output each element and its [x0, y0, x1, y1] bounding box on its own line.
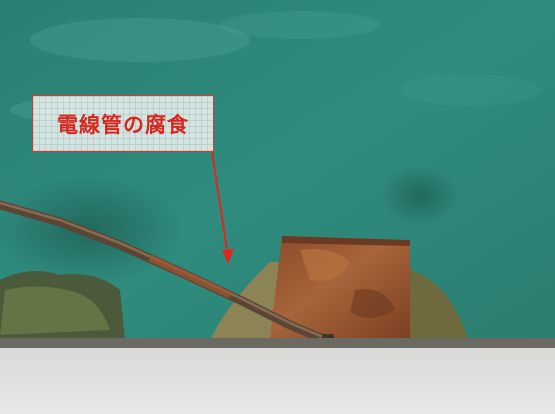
annotation-callout: 電線管の腐食	[32, 95, 214, 152]
underwater-shadow	[380, 165, 460, 225]
annotation-label: 電線管の腐食	[57, 112, 189, 137]
seaweed-rocks-left	[0, 286, 110, 335]
arrow-head	[222, 249, 234, 264]
rust-patch	[350, 289, 395, 319]
pipe-rust	[148, 254, 232, 299]
water-ripple	[400, 74, 540, 106]
water-ripple	[30, 18, 250, 62]
rubble	[405, 270, 470, 345]
quay-edge	[0, 338, 555, 350]
water-ripple	[220, 11, 380, 39]
annotation-arrow	[211, 151, 229, 257]
rust-patch	[300, 248, 350, 281]
concrete-quay	[0, 348, 555, 414]
block-edge	[282, 236, 410, 246]
